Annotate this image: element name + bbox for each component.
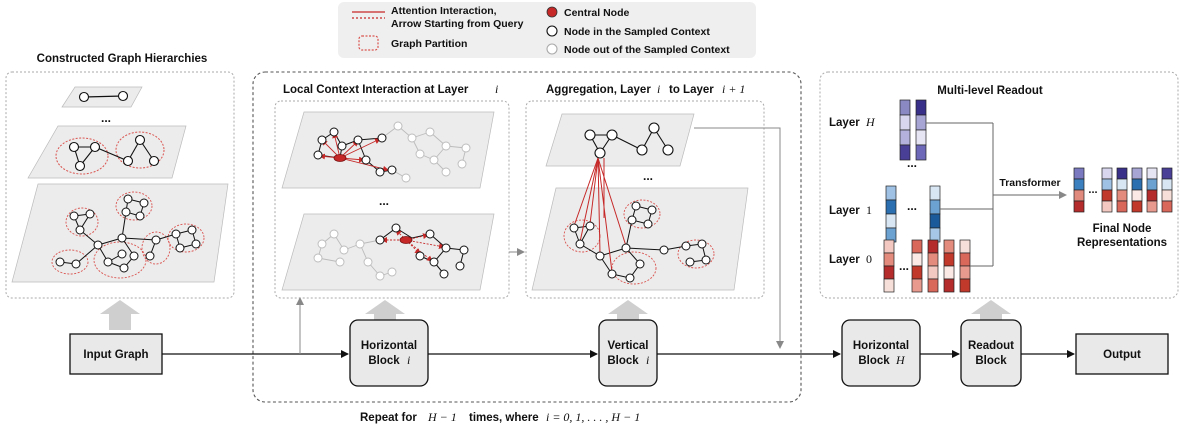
local-panel-title: Local Context Interaction at Layer: [283, 84, 469, 96]
layer-1-var: 1: [866, 203, 872, 217]
readout-block: [960, 319, 1022, 387]
readout-panel: [819, 71, 1179, 299]
layer-0-ellipsis: ...: [899, 259, 909, 273]
input-graph-label: Input Graph: [83, 349, 148, 361]
layer-1-vectors: [885, 185, 941, 243]
layer-H-vectors: [899, 99, 927, 161]
output-label: Output: [1103, 349, 1141, 361]
repeat-mid: times, where: [469, 412, 539, 424]
vertical-block-i-line1: Vertical: [608, 340, 649, 352]
local-panel: [274, 100, 510, 299]
aggregation-ellipsis: ...: [643, 169, 653, 183]
aggregation-title-var2: i + 1: [722, 82, 745, 96]
layer-0-var: 0: [866, 252, 872, 266]
horizontal-block-i-var: i: [407, 353, 410, 367]
sampled-node-legend-icon: [546, 25, 558, 37]
final-label-1: Final Node: [1093, 223, 1152, 235]
central-node-legend-icon: [546, 6, 558, 18]
aggregation-title-var1: i: [657, 82, 660, 96]
readout-panel-title: Multi-level Readout: [937, 85, 1043, 97]
aggregation-title-a: Aggregation, Layer: [546, 84, 651, 96]
final-ellipsis: ...: [1088, 184, 1097, 196]
partition-legend-icon: [358, 35, 379, 51]
layer-1-ellipsis: ...: [907, 199, 917, 213]
hierarchy-panel: [5, 71, 235, 299]
base-graph-plane: [11, 183, 229, 283]
layer-0-vectors: [883, 239, 971, 293]
repeat-region: [252, 71, 802, 403]
repeat-range: i = 0, 1, . . . , H − 1: [546, 410, 640, 424]
attention-legend-label-1: Attention Interaction,: [391, 5, 497, 17]
vertical-block-i-var: i: [646, 353, 649, 367]
hierarchy-panel-title: Constructed Graph Hierarchies: [37, 53, 208, 65]
layer-H-var: H: [865, 115, 876, 129]
final-label-2: Representations: [1077, 237, 1167, 249]
central-node-legend-label: Central Node: [564, 7, 630, 19]
attention-legend-label-2: Arrow Starting from Query: [391, 18, 524, 30]
central-node-lower: [399, 236, 413, 244]
readout-ellipsis-vertical: ...: [907, 156, 917, 170]
partition-legend-label: Graph Partition: [391, 38, 467, 50]
aggregation-panel: [525, 100, 765, 299]
repeat-count: H − 1: [427, 410, 457, 424]
central-node-upper: [333, 154, 347, 162]
horizontal-block-H-var: H: [895, 353, 906, 367]
upward-arrows: [100, 300, 1011, 330]
legend: Attention Interaction, Arrow Starting fr…: [338, 2, 756, 58]
horizontal-block-H: [841, 319, 921, 387]
out-node-legend-label: Node out of the Sampled Context: [564, 44, 730, 56]
final-representation-vectors: [1073, 167, 1173, 213]
horizontal-block-i-line1: Horizontal: [361, 340, 417, 352]
local-panel-title-var: i: [495, 82, 498, 96]
readout-block-line2: Block: [975, 355, 1007, 367]
horizontal-block-H-line1: Horizontal: [853, 340, 909, 352]
repeat-prefix: Repeat for: [360, 412, 417, 424]
output-block: [1075, 333, 1169, 375]
horizontal-block-i-line2: Block: [368, 355, 400, 367]
aggregation-upper-plane: [545, 113, 695, 167]
readout-block-line1: Readout: [968, 340, 1014, 352]
layer-H-word: Layer: [829, 117, 860, 129]
horizontal-block-H-line2: Block: [858, 355, 890, 367]
horizontal-block-i: [349, 319, 429, 387]
layer-1-word: Layer: [829, 205, 860, 217]
vertical-block-i: [598, 319, 658, 387]
local-ellipsis: ...: [379, 194, 389, 208]
sampled-node-legend-label: Node in the Sampled Context: [564, 26, 710, 38]
transformer-label: Transformer: [999, 177, 1060, 189]
layer-0-word: Layer: [829, 254, 860, 266]
vertical-block-i-line2: Block: [607, 355, 639, 367]
hierarchy-ellipsis: ...: [101, 111, 111, 125]
out-node-legend-icon: [546, 43, 558, 55]
input-graph-block: [69, 333, 163, 375]
aggregation-title-b: to Layer: [669, 84, 714, 96]
